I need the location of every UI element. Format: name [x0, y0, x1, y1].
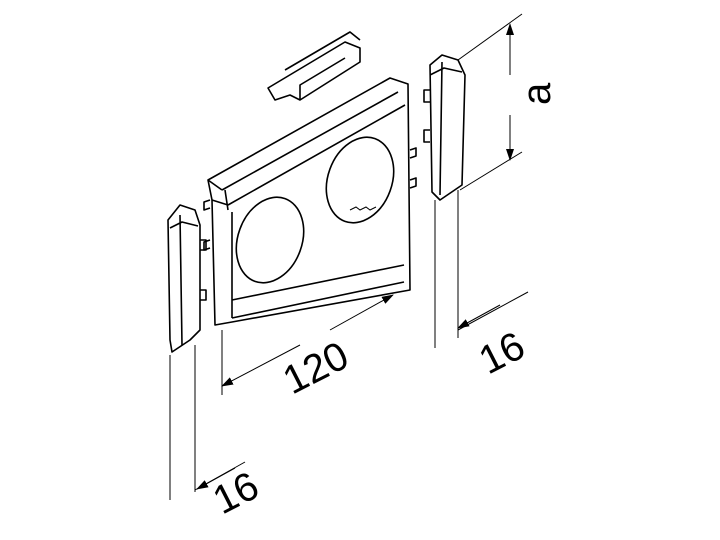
dimension-a: a: [457, 13, 559, 191]
dimension-16-right: 16: [434, 190, 532, 383]
socket-frame: [203, 77, 417, 326]
top-clip: [267, 31, 361, 101]
dimension-label-16-left: 16: [206, 464, 266, 523]
dimension-label-16-right: 16: [472, 324, 532, 383]
socket-opening-right: [325, 136, 395, 224]
dimension-label-a: a: [515, 82, 559, 105]
socket-opening-left: [235, 196, 305, 284]
left-end-cap: [167, 204, 207, 353]
dimension-16-left: 16: [169, 345, 266, 523]
right-end-cap: [423, 54, 466, 201]
dimension-label-120: 120: [276, 334, 355, 404]
